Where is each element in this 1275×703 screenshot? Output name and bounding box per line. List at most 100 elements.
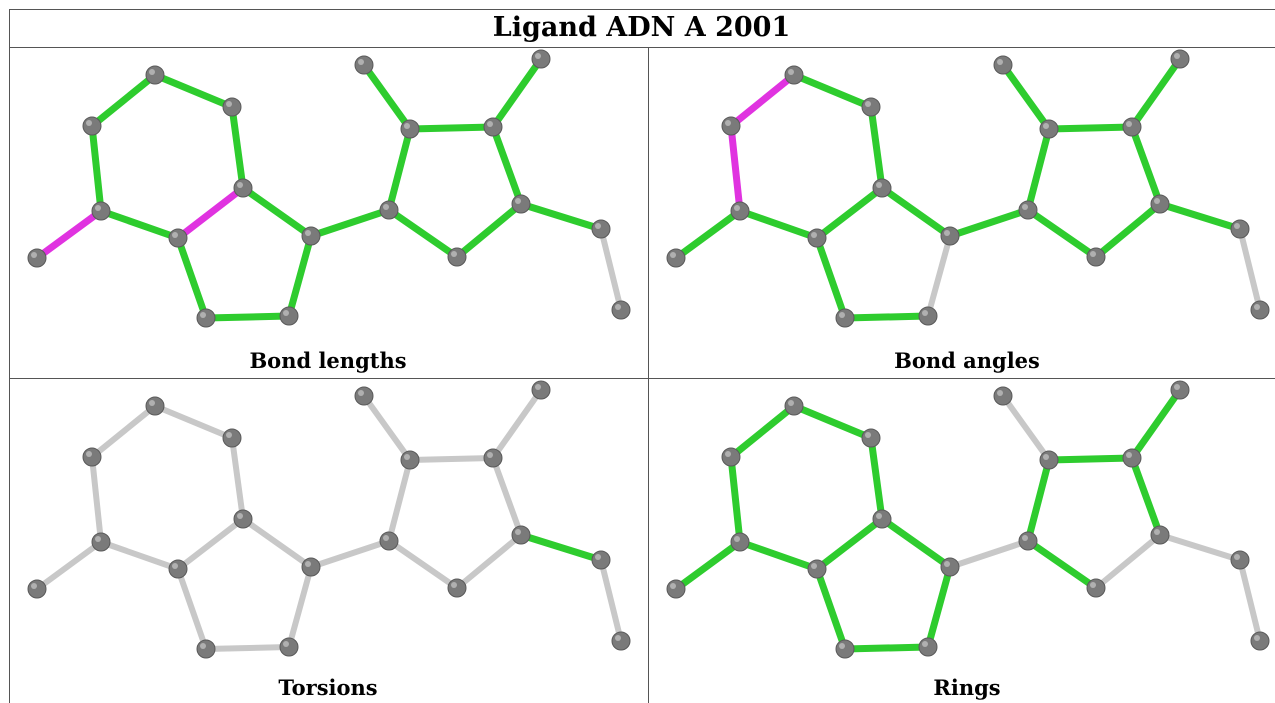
atom-highlight	[1126, 121, 1132, 127]
atom	[591, 550, 611, 570]
caption-rings: Rings	[933, 675, 1001, 700]
atom	[730, 201, 750, 221]
atom-highlight	[839, 312, 845, 318]
atom-highlight	[811, 563, 817, 569]
atom	[861, 97, 881, 117]
atom-highlight	[226, 432, 232, 438]
bond	[1000, 393, 1052, 463]
bond	[1024, 206, 1100, 261]
atom-highlight	[1043, 123, 1049, 129]
atom	[531, 380, 551, 400]
bond	[97, 207, 182, 242]
atom	[993, 386, 1013, 406]
bond	[790, 402, 875, 442]
caption-torsions: Torsions	[278, 675, 378, 700]
atom	[1122, 448, 1142, 468]
bond	[1128, 386, 1184, 462]
molecule-rings	[666, 380, 1270, 659]
bond	[174, 234, 210, 322]
atom-highlight	[535, 384, 541, 390]
atom-highlight	[876, 513, 882, 519]
atom	[168, 559, 188, 579]
atom	[27, 248, 47, 268]
bond	[240, 516, 314, 570]
bond	[386, 538, 460, 591]
atom-highlight	[487, 121, 493, 127]
atom-highlight	[811, 232, 817, 238]
atom-highlight	[487, 452, 493, 458]
bond	[386, 457, 413, 544]
atom	[1018, 531, 1038, 551]
atom-highlight	[944, 230, 950, 236]
atom	[918, 306, 938, 326]
atom-highlight	[922, 310, 928, 316]
bond	[174, 184, 247, 242]
atom-highlight	[865, 432, 871, 438]
atom	[1170, 380, 1190, 400]
atom	[531, 49, 551, 69]
atom	[784, 65, 804, 85]
bond	[1128, 123, 1164, 208]
atom-highlight	[200, 643, 206, 649]
atom	[784, 396, 804, 416]
bond	[89, 454, 104, 545]
bond	[736, 538, 821, 573]
atom-highlight	[515, 529, 521, 535]
atom-highlight	[725, 451, 731, 457]
atom	[1086, 247, 1106, 267]
molecule-torsions	[27, 380, 631, 659]
bond	[308, 538, 392, 570]
atom-highlight	[865, 101, 871, 107]
atom	[483, 448, 503, 468]
atom	[233, 178, 253, 198]
atom-highlight	[149, 400, 155, 406]
atom-highlight	[95, 536, 101, 542]
molecule-bond-angles	[666, 49, 1270, 328]
bond	[175, 566, 209, 652]
atom-highlight	[305, 561, 311, 567]
atom-highlight	[595, 554, 601, 560]
atom-highlight	[1022, 535, 1028, 541]
atom-highlight	[997, 59, 1003, 65]
atom	[1039, 450, 1059, 470]
atom-highlight	[876, 182, 882, 188]
atom	[400, 119, 420, 139]
bond	[1045, 454, 1136, 464]
atom-highlight	[237, 513, 243, 519]
atom	[807, 228, 827, 248]
bond	[947, 538, 1031, 570]
bond	[34, 539, 104, 592]
atom	[611, 300, 631, 320]
atom	[233, 509, 253, 529]
atom	[666, 579, 686, 599]
bond	[841, 643, 932, 653]
bond	[285, 232, 315, 320]
bond	[489, 55, 545, 131]
bond	[361, 393, 413, 463]
bond	[878, 515, 954, 571]
bond	[89, 403, 158, 460]
bond	[727, 71, 798, 130]
atom	[145, 396, 165, 416]
atom	[1086, 578, 1106, 598]
atom-highlight	[172, 563, 178, 569]
atom	[91, 201, 111, 221]
atom	[872, 178, 892, 198]
atom-highlight	[383, 535, 389, 541]
row-divider	[9, 378, 1275, 379]
atom	[666, 248, 686, 268]
bond	[1092, 200, 1164, 261]
bond	[151, 71, 236, 111]
bond	[360, 61, 414, 133]
atom	[835, 308, 855, 328]
atom	[872, 509, 892, 529]
atom	[1250, 631, 1270, 651]
bond	[33, 207, 105, 262]
bond	[867, 434, 886, 523]
bond	[878, 184, 954, 240]
atom	[611, 631, 631, 651]
atom-highlight	[86, 451, 92, 457]
atom-highlight	[944, 561, 950, 567]
atom	[301, 557, 321, 577]
